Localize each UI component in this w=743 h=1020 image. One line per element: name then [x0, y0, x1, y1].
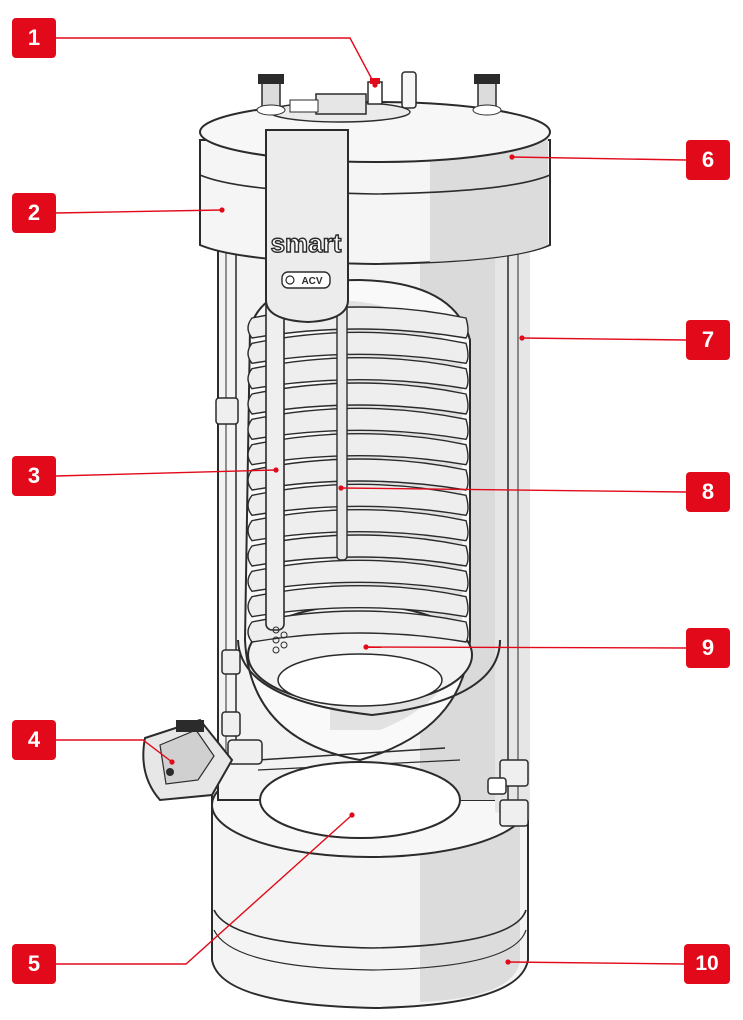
- smart-logo: smart: [271, 228, 342, 258]
- callout-badge-8: 8: [686, 472, 730, 512]
- coil-ring: [247, 331, 469, 365]
- leader-dot-10: [505, 959, 511, 965]
- callout-badge-4: 4: [12, 720, 56, 760]
- left-top-connector-icon: [256, 74, 286, 116]
- leader-line-8: [340, 487, 687, 493]
- callout-badge-3: 3: [12, 456, 56, 496]
- leader-dot-2: [219, 207, 225, 213]
- coil-ring: [247, 483, 469, 517]
- callout-badge-1: 1: [12, 18, 56, 58]
- side-connections: [215, 397, 529, 827]
- leader-dot-9: [363, 644, 369, 650]
- control-box-icon: [289, 93, 367, 115]
- top-cover: [199, 101, 551, 266]
- leader-dot-1: [372, 82, 378, 88]
- coil-ring: [247, 382, 469, 415]
- callout-badge-6: 6: [686, 140, 730, 180]
- leader-line-10: [507, 961, 685, 965]
- leader-dot-3: [273, 467, 279, 473]
- leader-line-7: [521, 337, 687, 341]
- callout-leaders: [55, 37, 687, 965]
- coil-ring: [247, 610, 469, 643]
- top-connections: [256, 71, 502, 116]
- leader-line-3: [55, 469, 277, 477]
- leader-line-4: [56, 739, 173, 763]
- leader-dot-8: [338, 485, 344, 491]
- coil-ring: [247, 509, 469, 542]
- acv-logo: ACV: [301, 276, 322, 287]
- coil-ring: [247, 585, 469, 618]
- leader-dot-5: [349, 812, 355, 818]
- leader-line-5: [56, 814, 353, 965]
- callout-badge-2: 2: [12, 193, 56, 233]
- coil-ring: [247, 407, 469, 441]
- sensor-pocket-icon: [401, 71, 417, 109]
- callout-badge-5: 5: [12, 944, 56, 984]
- leader-line-2: [55, 209, 223, 214]
- coil-ring: [247, 559, 469, 593]
- anode-connector-icon: [367, 78, 383, 105]
- callout-badge-9: 9: [686, 628, 730, 668]
- leader-line-6: [511, 156, 687, 161]
- leader-line-1: [56, 37, 376, 86]
- right-top-connector-icon: [472, 74, 502, 116]
- coil-ring: [247, 433, 469, 466]
- leader-dot-6: [509, 154, 515, 160]
- leader-dot-4: [169, 759, 175, 765]
- callout-badge-10: 10: [684, 944, 730, 984]
- coil-ring: [247, 357, 469, 390]
- coil-ring: [247, 534, 469, 567]
- leader-line-9: [365, 646, 687, 649]
- leader-dot-7: [519, 335, 525, 341]
- label-panel: smart ACV: [265, 129, 349, 324]
- callout-badge-7: 7: [686, 320, 730, 360]
- electric-heating-element-icon: [142, 718, 263, 802]
